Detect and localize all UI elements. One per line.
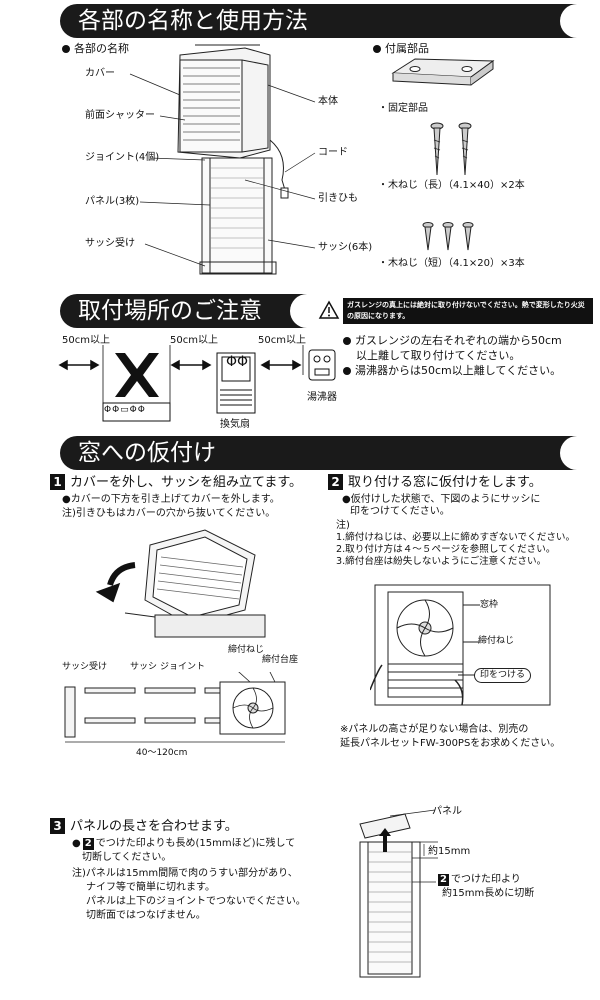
- dim-length: 40〜120cm: [136, 748, 188, 758]
- remove-cover-illustration: [95, 529, 266, 638]
- fan-label: 換気扇: [220, 419, 250, 430]
- label-sash-receiver: サッシ受け: [85, 238, 135, 249]
- step1-number: 1: [50, 474, 65, 490]
- warning-triangle-icon: [318, 300, 340, 319]
- clearance-diagram: [58, 345, 336, 422]
- fan-unit-illustration: [177, 44, 289, 275]
- step2-note-2: 2.取り付け方は４〜５ページを参照してください。: [336, 544, 556, 555]
- label-cover: カバー: [85, 68, 115, 79]
- lbl-cut-ref-number: 2: [438, 874, 449, 886]
- short-screws-icon: [422, 222, 474, 251]
- step3-note-2: ナイフ等で簡単に切れます。: [86, 882, 215, 893]
- parts-leader-lines: [129, 73, 316, 267]
- step1-instruction: ●カバーの下方を引き上げてカバーを外します。: [62, 494, 280, 505]
- warning-message: ガスレンジの真上には絶対に取り付けないでください。熱で変形したり火災の原因になり…: [343, 298, 593, 324]
- prohibited-x-icon: [115, 353, 159, 397]
- section-title-temp-install: 窓への仮付け: [60, 436, 582, 470]
- step3-ref-number: 2: [82, 838, 94, 850]
- step3-line2: 切断してください。: [82, 852, 172, 863]
- step3-note-4: 切断面ではつなげません。: [86, 910, 206, 921]
- caution-note-2: 湯沸器からは50cm以上離してください。: [343, 364, 561, 377]
- window-mounting-illustration: [370, 584, 551, 706]
- accessory-long-screw: ・木ねじ（長）（4.1×40）×2本: [378, 180, 525, 191]
- lbl-screw-1: 締付ねじ: [228, 645, 265, 655]
- label-front-shutter: 前面シャッター: [85, 110, 155, 121]
- step3-title: パネルの長さを合わせます。: [70, 819, 238, 834]
- step2-line2: 印をつけてください。: [350, 506, 450, 517]
- label-body: 本体: [318, 96, 338, 107]
- section-title-parts: 各部の名称と使用方法: [60, 4, 582, 38]
- step2-line1: ●仮付けした状態で、下図のようにサッシに: [342, 494, 541, 505]
- step3-note-1: 注)パネルは15mm間隔で肉のうすい部分があり、: [72, 868, 298, 879]
- step1-note: 注)引きひもはカバーの穴から抜いてください。: [62, 508, 276, 519]
- step2-note-3: 3.締付台座は紛失しないようにご注意ください。: [336, 556, 547, 567]
- lbl-joint: ジョイント: [160, 662, 206, 672]
- panel-cut-illustration: [359, 809, 438, 978]
- fixing-part-icon: [391, 58, 495, 86]
- step3-number: 3: [50, 818, 65, 834]
- lbl-15mm: 約15mm: [428, 846, 471, 857]
- caution-note-1b: 以上離して取り付けてください。: [356, 349, 521, 362]
- section-title-caution: 取付場所のご注意: [60, 294, 312, 328]
- lbl-base: 締付台座: [262, 655, 299, 665]
- stove-knobs-glyph: ΦΦ▭ΦΦ: [104, 405, 146, 415]
- parts-heading: 各部の名称: [62, 42, 129, 55]
- sash-assembly-illustration: [64, 672, 286, 743]
- distance-label-2: 50cm以上: [170, 335, 218, 346]
- step2-number: 2: [328, 474, 343, 490]
- caution-note-1: ガスレンジの左右それぞれの端から50cm: [343, 334, 562, 347]
- accessory-fixing-part: ・固定部品: [378, 103, 428, 114]
- lbl-window-frame: 窓枠: [480, 600, 499, 610]
- label-joint: ジョイント(4個): [85, 152, 160, 163]
- label-sash: サッシ(6本): [318, 242, 373, 253]
- accessory-short-screw: ・木ねじ（短）（4.1×20）×3本: [378, 258, 525, 269]
- step3-note-3: パネルは上下のジョイントでつないでください。: [86, 896, 306, 907]
- distance-label-1: 50cm以上: [62, 335, 110, 346]
- step2-title: 取り付ける窓に仮付けをします。: [348, 475, 542, 490]
- heater-label: 湯沸器: [307, 392, 337, 403]
- lbl-mark: 印をつける: [474, 668, 532, 683]
- lbl-cut-2: 約15mm長めに切断: [442, 888, 535, 899]
- step2-note-1: 1.締付けねじは、必要以上に締めすぎないでください。: [336, 532, 576, 543]
- lbl-panel: パネル: [432, 806, 462, 817]
- long-screws-icon: [430, 122, 472, 176]
- step1-title: カバーを外し、サッシを組み立てます。: [70, 475, 303, 490]
- label-pull-string: 引きひも: [318, 193, 358, 204]
- step2-footnote-1: ※パネルの高さが足りない場合は、別売の: [340, 724, 529, 735]
- lbl-sash: サッシ: [130, 662, 158, 672]
- lbl-screw-2: 締付ねじ: [478, 636, 515, 646]
- fan-front-glyph: ΦΦ: [226, 354, 249, 370]
- lbl-sash-receiver: サッシ受け: [62, 662, 108, 672]
- label-cord: コード: [318, 147, 348, 158]
- step2-footnote-2: 延長パネルセットFW-300PSをお求めください。: [340, 738, 561, 749]
- label-panel: パネル(3枚): [85, 196, 140, 207]
- accessories-heading: 付属部品: [373, 42, 429, 55]
- step2-note-head: 注): [336, 520, 350, 531]
- distance-label-3: 50cm以上: [258, 335, 306, 346]
